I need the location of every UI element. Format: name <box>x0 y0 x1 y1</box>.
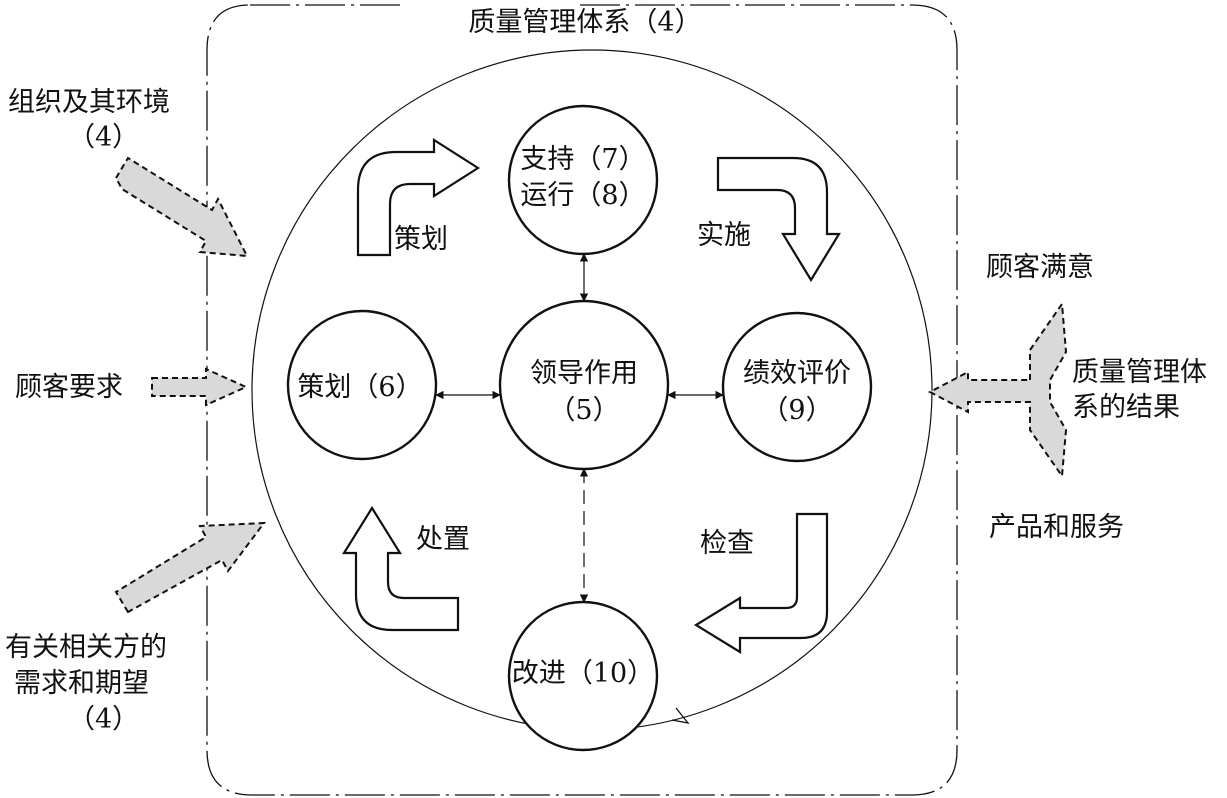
support-node-line2: 运行（8） <box>520 180 646 211</box>
stakeholder-needs-input-arrow <box>114 521 267 614</box>
leadership-node-line1: 领导作用 <box>530 358 638 389</box>
planning-node <box>286 309 438 461</box>
act-arrow <box>342 505 460 632</box>
plan-label: 策划 <box>394 224 448 255</box>
check-arrow <box>693 512 829 654</box>
customer-satisfaction-label: 顾客满意 <box>986 252 1094 283</box>
cycle-arrowhead <box>671 707 690 724</box>
stakeholder-needs-ref: （4） <box>68 704 140 735</box>
check-label: 检查 <box>700 528 754 559</box>
org-context-label: 组织及其环境 <box>8 87 170 118</box>
org-context-input-arrow <box>114 156 249 258</box>
leadership-node-line2: （5） <box>548 395 620 426</box>
qms-results-output-arrow <box>927 301 1068 479</box>
performance-evaluation-node <box>721 311 873 463</box>
planning-node-label: 策划（6） <box>297 372 423 403</box>
improvement-node-label: 改进（10） <box>511 658 655 689</box>
plan-arrow <box>356 137 481 257</box>
customer-requirements-label: 顾客要求 <box>15 372 123 403</box>
stakeholder-needs-line2: 需求和期望 <box>14 668 149 699</box>
products-services-label: 产品和服务 <box>989 512 1124 543</box>
stakeholder-needs-line1: 有关相关方的 <box>5 632 167 663</box>
do-label: 实施 <box>697 220 751 251</box>
frame-title: 质量管理体系（4） <box>468 7 702 38</box>
qms-boundary-frame <box>206 4 958 796</box>
performance-node-line1: 绩效评价 <box>743 358 851 389</box>
org-context-ref: （4） <box>68 122 140 153</box>
customer-requirements-input-arrow <box>151 367 249 407</box>
support-node-line1: 支持（7） <box>520 144 646 175</box>
act-label: 处置 <box>416 524 470 555</box>
do-arrow <box>716 156 841 283</box>
qms-results-line2: 系的结果 <box>1072 392 1180 423</box>
performance-node-line2: （9） <box>761 395 833 426</box>
qms-results-line1: 质量管理体 <box>1072 357 1207 388</box>
